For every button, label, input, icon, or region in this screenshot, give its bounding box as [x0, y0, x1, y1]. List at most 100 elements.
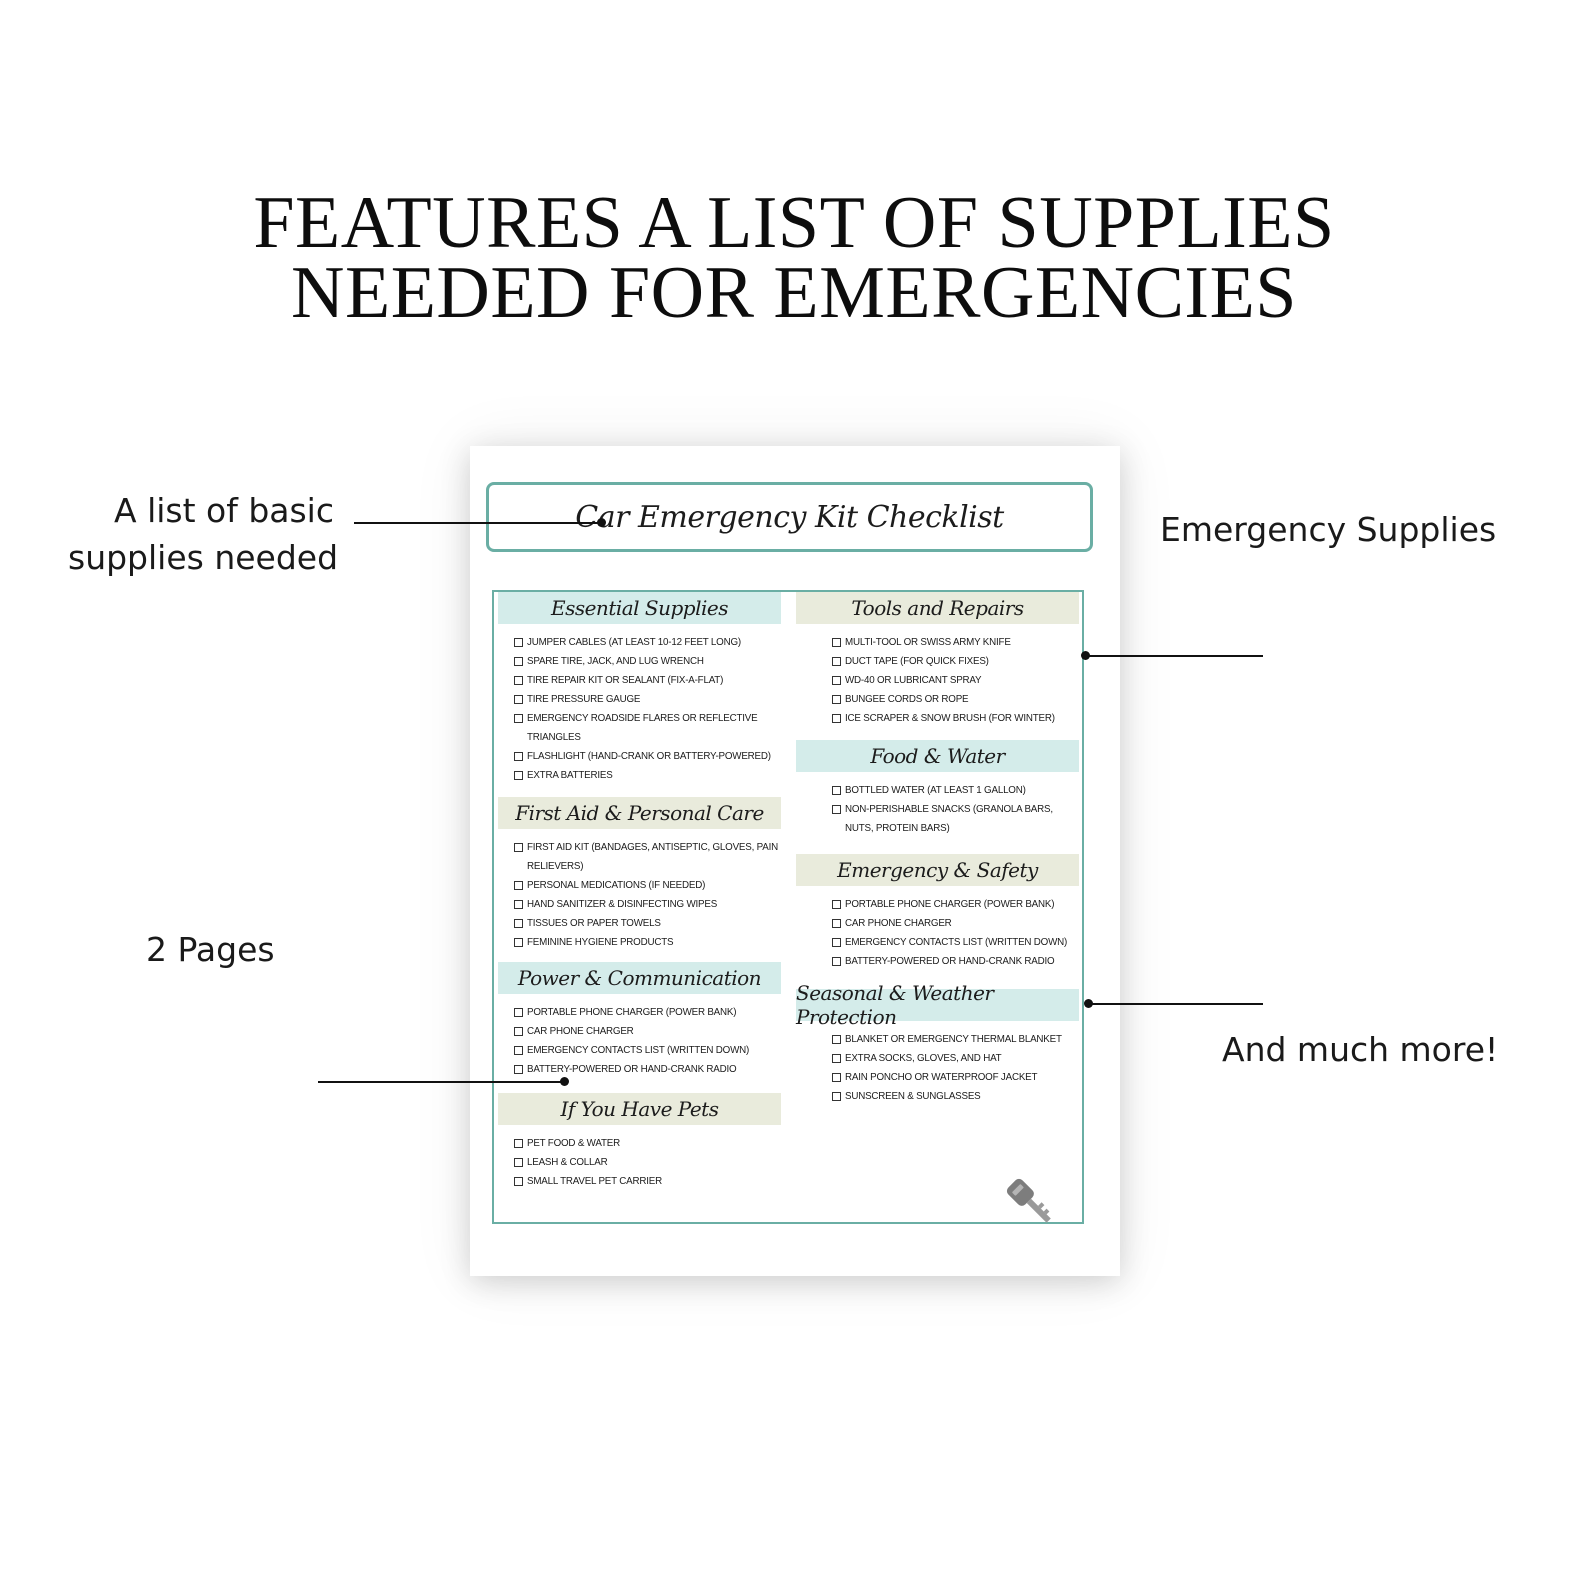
- checkbox-icon[interactable]: [514, 1027, 523, 1036]
- checkbox-icon[interactable]: [832, 638, 841, 647]
- checkbox-icon[interactable]: [832, 938, 841, 947]
- checkbox-icon[interactable]: [832, 805, 841, 814]
- checklist-item-label: Small travel pet carrier: [527, 1176, 662, 1187]
- checklist-item-label: Non-perishable snacks (granola bars, nut…: [845, 804, 1053, 834]
- checkbox-icon[interactable]: [832, 695, 841, 704]
- checklist-item-label: Portable phone charger (power bank): [845, 899, 1055, 910]
- checkbox-icon[interactable]: [832, 714, 841, 723]
- checklist-items: Portable phone charger (power bank) Car p…: [796, 886, 1079, 971]
- checkbox-icon[interactable]: [514, 938, 523, 947]
- checklist-item-label: Hand sanitizer & disinfecting wipes: [527, 899, 718, 910]
- checklist-section: Emergency & SafetyPortable phone charger…: [796, 854, 1079, 971]
- car-key-icon: [1006, 1178, 1051, 1223]
- checklist-item: Battery-powered or hand-crank radio: [514, 1060, 781, 1079]
- checklist-item: Multi-tool or Swiss Army knife: [832, 633, 1079, 652]
- checklist-items: Bottled water (at least 1 gallon) Non-per…: [796, 772, 1079, 838]
- checklist-item-label: Emergency roadside flares or reflective …: [527, 713, 758, 743]
- sheet-title-box: Car Emergency Kit Checklist: [486, 482, 1093, 552]
- checklist-sheet: Car Emergency Kit Checklist Essential Su…: [470, 446, 1120, 1276]
- checklist-item-label: Extra socks, gloves, and hat: [845, 1053, 1002, 1064]
- checkbox-icon[interactable]: [832, 1054, 841, 1063]
- checklist-item: Emergency contacts list (written down): [832, 933, 1079, 952]
- checklist-item: Small travel pet carrier: [514, 1172, 781, 1191]
- section-heading: Emergency & Safety: [796, 854, 1079, 886]
- checkbox-icon[interactable]: [514, 714, 523, 723]
- checklist-section: Food & WaterBottled water (at least 1 ga…: [796, 740, 1079, 838]
- checklist-item-label: Blanket or emergency thermal blanket: [845, 1034, 1062, 1045]
- callout-much-more: And much more!: [1222, 1030, 1499, 1069]
- checklist-item-label: Portable phone charger (power bank): [527, 1007, 737, 1018]
- checkbox-icon[interactable]: [514, 638, 523, 647]
- checklist-item-label: Duct tape (for quick fixes): [845, 656, 989, 667]
- checklist-item: Extra socks, gloves, and hat: [832, 1049, 1079, 1068]
- checklist-item-label: Tissues or paper towels: [527, 918, 661, 929]
- checklist-item: Flashlight (hand-crank or battery-powere…: [514, 747, 781, 766]
- checkbox-icon[interactable]: [514, 676, 523, 685]
- checklist-item-label: Pet food & water: [527, 1138, 620, 1149]
- checkbox-icon[interactable]: [514, 1065, 523, 1074]
- leader-line-basic: [354, 522, 602, 524]
- checkbox-icon[interactable]: [514, 881, 523, 890]
- checklist-item: Spare tire, jack, and lug wrench: [514, 652, 781, 671]
- sheet-title: Car Emergency Kit Checklist: [575, 499, 1004, 535]
- checklist-item: Emergency roadside flares or reflective …: [514, 709, 781, 747]
- checklist-item-label: Jumper cables (at least 10-12 feet long): [527, 637, 741, 648]
- checklist-item-label: Spare tire, jack, and lug wrench: [527, 656, 704, 667]
- checkbox-icon[interactable]: [832, 919, 841, 928]
- checklist-section: Tools and RepairsMulti-tool or Swiss Arm…: [796, 592, 1079, 728]
- leader-dot-emergency: [1081, 651, 1090, 660]
- checkbox-icon[interactable]: [832, 1035, 841, 1044]
- checklist-item-label: Flashlight (hand-crank or battery-powere…: [527, 751, 771, 762]
- checklist-section: If You Have PetsPet food & waterLeash & …: [498, 1093, 781, 1191]
- checklist-items: Pet food & waterLeash & collarSmall trav…: [498, 1125, 781, 1191]
- checkbox-icon[interactable]: [832, 1073, 841, 1082]
- checklist-item-label: Car phone charger: [845, 918, 952, 929]
- checklist-item-label: Tire repair kit or sealant (Fix-a-Flat): [527, 675, 724, 686]
- headline-line-2: NEEDED FOR EMERGENCIES: [291, 252, 1297, 334]
- checkbox-icon[interactable]: [514, 1177, 523, 1186]
- leader-dot-more: [1084, 999, 1093, 1008]
- leader-dot-basic: [597, 518, 606, 527]
- headline: FEATURES A LIST OF SUPPLIES NEEDED FOR E…: [0, 186, 1588, 334]
- checkbox-icon[interactable]: [832, 786, 841, 795]
- checklist-item-label: Personal medications (if needed): [527, 880, 706, 891]
- checkbox-icon[interactable]: [832, 957, 841, 966]
- checkbox-icon[interactable]: [514, 1008, 523, 1017]
- checkbox-icon[interactable]: [514, 657, 523, 666]
- checkbox-icon[interactable]: [514, 1046, 523, 1055]
- checkbox-icon[interactable]: [514, 771, 523, 780]
- callout-basic-line-1: A list of basic: [114, 491, 334, 530]
- checkbox-icon[interactable]: [514, 752, 523, 761]
- checklist-item-label: Emergency contacts list (written down): [527, 1045, 750, 1056]
- checkbox-icon[interactable]: [832, 657, 841, 666]
- checkbox-icon[interactable]: [832, 1092, 841, 1101]
- checklist-item: First aid kit (bandages, antiseptic, glo…: [514, 838, 781, 876]
- checkbox-icon[interactable]: [514, 695, 523, 704]
- checklist-item: Bungee cords or rope: [832, 690, 1079, 709]
- checklist-item-label: First aid kit (bandages, antiseptic, glo…: [527, 842, 778, 872]
- section-heading: Seasonal & Weather Protection: [796, 981, 1079, 1029]
- sheet-frame: Essential SuppliesJumper cables (at leas…: [492, 590, 1084, 1224]
- checklist-section: Power & CommunicationPortable phone char…: [498, 962, 781, 1079]
- checklist-item-label: Feminine hygiene products: [527, 937, 674, 948]
- checkbox-icon[interactable]: [514, 843, 523, 852]
- leader-line-emergency: [1085, 655, 1263, 657]
- checkbox-icon[interactable]: [514, 919, 523, 928]
- checklist-item: Feminine hygiene products: [514, 933, 781, 952]
- checkbox-icon[interactable]: [514, 1139, 523, 1148]
- checklist-item: Jumper cables (at least 10-12 feet long): [514, 633, 781, 652]
- leader-line-pages: [318, 1081, 564, 1083]
- checklist-item: Bottled water (at least 1 gallon): [832, 781, 1079, 800]
- checklist-item: Hand sanitizer & disinfecting wipes: [514, 895, 781, 914]
- checklist-item-label: Bottled water (at least 1 gallon): [845, 785, 1026, 796]
- checkbox-icon[interactable]: [514, 1158, 523, 1167]
- checkbox-icon[interactable]: [514, 900, 523, 909]
- checkbox-icon[interactable]: [832, 900, 841, 909]
- checklist-section: First Aid & Personal CareFirst aid kit (…: [498, 797, 781, 952]
- checkbox-icon[interactable]: [832, 676, 841, 685]
- checklist-section: Seasonal & Weather ProtectionBlanket or …: [796, 981, 1079, 1106]
- checklist-item: Leash & collar: [514, 1153, 781, 1172]
- checklist-item-label: Multi-tool or Swiss Army knife: [845, 637, 1011, 648]
- checklist-item: WD-40 or lubricant spray: [832, 671, 1079, 690]
- checklist-item-label: Ice scraper & snow brush (for winter): [845, 713, 1055, 724]
